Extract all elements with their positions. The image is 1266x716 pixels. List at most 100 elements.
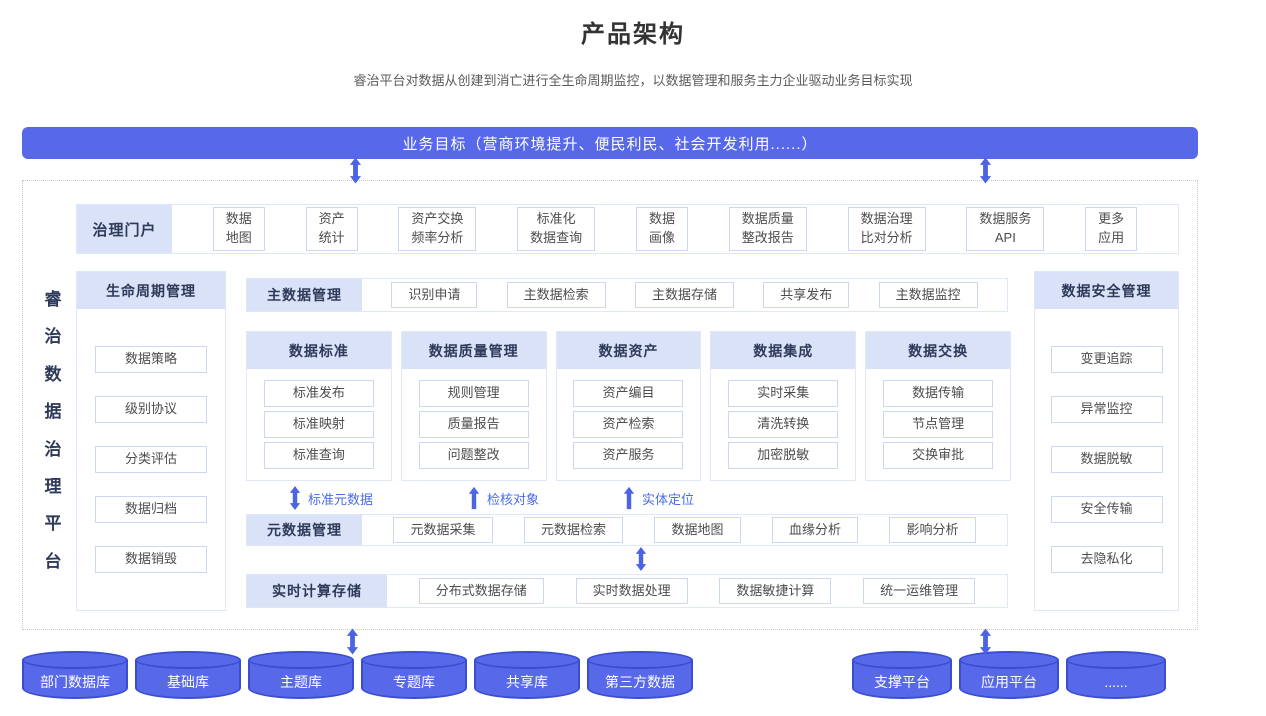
metadata-label: 元数据管理 — [247, 515, 362, 545]
de-identification: 去隐私化 — [1050, 546, 1163, 573]
database-label: 专题库 — [393, 674, 435, 690]
cylinder-top — [248, 651, 354, 669]
business-goal-banner: 业务目标（营商环境提升、便民利民、社会开发利用......） — [22, 127, 1198, 159]
portal-item-data-profile: 数据 画像 — [635, 207, 688, 251]
master-item-monitor: 主数据监控 — [878, 282, 978, 308]
portal-row: 治理门户 数据 地图 资产 统计 资产交换 频率分析 标准化 数据查询 数据 画… — [76, 204, 1179, 254]
flow-label: 检核对象 — [487, 491, 540, 507]
portal-item-standard-query: 标准化 数据查询 — [517, 207, 596, 251]
flow-label: 实体定位 — [642, 491, 695, 507]
metadata-items: 元数据采集 元数据检索 数据地图 血缘分析 影响分析 — [362, 515, 1007, 545]
column-data-integration: 数据集成 实时采集 清洗转换 加密脱敏 — [710, 331, 857, 481]
metadata-collect: 元数据采集 — [393, 517, 493, 543]
rule-management: 规则管理 — [418, 380, 529, 407]
metadata-search: 元数据检索 — [523, 517, 623, 543]
cylinder-top — [587, 651, 693, 669]
asset-service: 资产服务 — [573, 442, 684, 469]
unified-ops: 统一运维管理 — [863, 578, 976, 604]
portal-item-quality-report: 数据质量 整改报告 — [728, 207, 807, 251]
portal-item-exchange-frequency: 资产交换 频率分析 — [398, 207, 477, 251]
platform-group: 支撑平台 应用平台 ...... — [852, 651, 1166, 699]
master-item-identify-apply: 识别申请 — [391, 282, 478, 308]
column-data-exchange: 数据交换 数据传输 节点管理 交换审批 — [865, 331, 1011, 481]
security-panel: 数据安全管理 变更追踪 异常监控 数据脱敏 安全传输 去隐私化 — [1034, 271, 1179, 611]
column-header: 数据交换 — [866, 332, 1010, 369]
platform-label: ...... — [1104, 674, 1128, 690]
page-title: 产品架构 — [581, 21, 685, 48]
master-data-items: 识别申请 主数据检索 主数据存储 共享发布 主数据监控 — [362, 279, 1007, 311]
standard-publish: 标准发布 — [263, 380, 374, 407]
business-goal-label: 业务目标（营商环境提升、便民利民、社会开发利用......） — [402, 135, 818, 153]
lifecycle-item-data-strategy: 数据策略 — [95, 346, 207, 373]
database-cylinder-shared: 共享库 — [474, 651, 580, 699]
up-down-arrow-icon — [346, 628, 359, 655]
column-header: 数据集成 — [711, 332, 856, 369]
lifecycle-items: 数据策略 级别协议 分类评估 数据归档 数据销毁 — [77, 309, 225, 610]
master-item-storage: 主数据存储 — [634, 282, 734, 308]
exchange-approval: 交换审批 — [883, 442, 994, 469]
database-group: 部门数据库 基础库 主题库 专题库 共享库 第三方数据 — [22, 651, 693, 699]
lifecycle-header: 生命周期管理 — [77, 272, 225, 309]
realtime-label: 实时计算存储 — [247, 575, 387, 607]
realtime-processing: 实时数据处理 — [575, 578, 688, 604]
portal-item-more-apps: 更多 应用 — [1085, 207, 1138, 251]
metadata-row: 元数据管理 元数据采集 元数据检索 数据地图 血缘分析 影响分析 — [246, 514, 1008, 546]
database-cylinder-dept: 部门数据库 — [22, 651, 128, 699]
portal-items: 数据 地图 资产 统计 资产交换 频率分析 标准化 数据查询 数据 画像 数据质… — [172, 205, 1178, 253]
secure-transfer: 安全传输 — [1050, 496, 1163, 523]
platform-cylinder-support: 支撑平台 — [852, 651, 952, 699]
flow-standard-metadata: 标准元数据 — [289, 485, 373, 511]
data-transfer: 数据传输 — [883, 380, 994, 407]
cylinder-top — [959, 651, 1059, 669]
column-header: 数据质量管理 — [401, 332, 546, 369]
portal-label: 治理门户 — [77, 205, 172, 253]
cylinder-top — [361, 651, 467, 669]
platform-cylinder-more: ...... — [1066, 651, 1166, 699]
up-arrow-icon — [468, 486, 480, 510]
portal-item-governance-compare: 数据治理 比对分析 — [847, 207, 926, 251]
cylinder-top — [852, 651, 952, 669]
cylinder-top — [474, 651, 580, 669]
platform-label: 支撑平台 — [874, 674, 930, 690]
platform-cylinder-application: 应用平台 — [959, 651, 1059, 699]
architecture-panel: 睿治数据治理平台 治理门户 数据 地图 资产 统计 资产交换 频率分析 标准化 … — [22, 180, 1198, 630]
database-cylinder-subject: 主题库 — [248, 651, 354, 699]
node-management: 节点管理 — [883, 411, 994, 438]
portal-item-asset-stats: 资产 统计 — [305, 207, 358, 251]
database-cylinder-topic: 专题库 — [361, 651, 467, 699]
agile-computing: 数据敏捷计算 — [719, 578, 832, 604]
database-label: 共享库 — [506, 674, 548, 690]
lineage-analysis: 血缘分析 — [771, 517, 858, 543]
platform-name-vertical: 睿治数据治理平台 — [44, 290, 62, 571]
column-data-quality: 数据质量管理 规则管理 质量报告 问题整改 — [400, 331, 547, 481]
up-down-arrow-icon — [289, 486, 301, 510]
column-header: 数据资产 — [556, 332, 701, 369]
cylinder-top — [1066, 651, 1166, 669]
database-label: 主题库 — [280, 674, 322, 690]
database-cylinder-thirdparty: 第三方数据 — [587, 651, 693, 699]
up-down-arrow-icon — [635, 547, 647, 571]
lifecycle-item-archive: 数据归档 — [95, 496, 207, 523]
capability-columns: 数据标准 标准发布 标准映射 标准查询 数据质量管理 规则管理 质量报告 问题整… — [246, 331, 1011, 481]
flow-label: 标准元数据 — [308, 491, 374, 507]
security-header: 数据安全管理 — [1035, 272, 1178, 309]
column-data-standard: 数据标准 标准发布 标准映射 标准查询 — [246, 331, 392, 481]
distributed-storage: 分布式数据存储 — [418, 578, 544, 604]
encrypt-mask: 加密脱敏 — [728, 442, 839, 469]
cleaning-transform: 清洗转换 — [728, 411, 839, 438]
standard-mapping: 标准映射 — [263, 411, 374, 438]
realtime-row: 实时计算存储 分布式数据存储 实时数据处理 数据敏捷计算 统一运维管理 — [246, 574, 1008, 608]
realtime-collection: 实时采集 — [728, 380, 839, 407]
lifecycle-item-level-agreement: 级别协议 — [95, 396, 207, 423]
column-header: 数据标准 — [247, 332, 391, 369]
database-label: 部门数据库 — [40, 674, 110, 690]
issue-rectification: 问题整改 — [418, 442, 529, 469]
asset-search: 资产检索 — [573, 411, 684, 438]
realtime-items: 分布式数据存储 实时数据处理 数据敏捷计算 统一运维管理 — [387, 575, 1007, 607]
lifecycle-item-classification: 分类评估 — [95, 446, 207, 473]
master-data-label: 主数据管理 — [247, 279, 362, 311]
anomaly-monitoring: 异常监控 — [1050, 396, 1163, 423]
portal-item-data-service-api: 数据服务 API — [966, 207, 1045, 251]
impact-analysis: 影响分析 — [889, 517, 976, 543]
